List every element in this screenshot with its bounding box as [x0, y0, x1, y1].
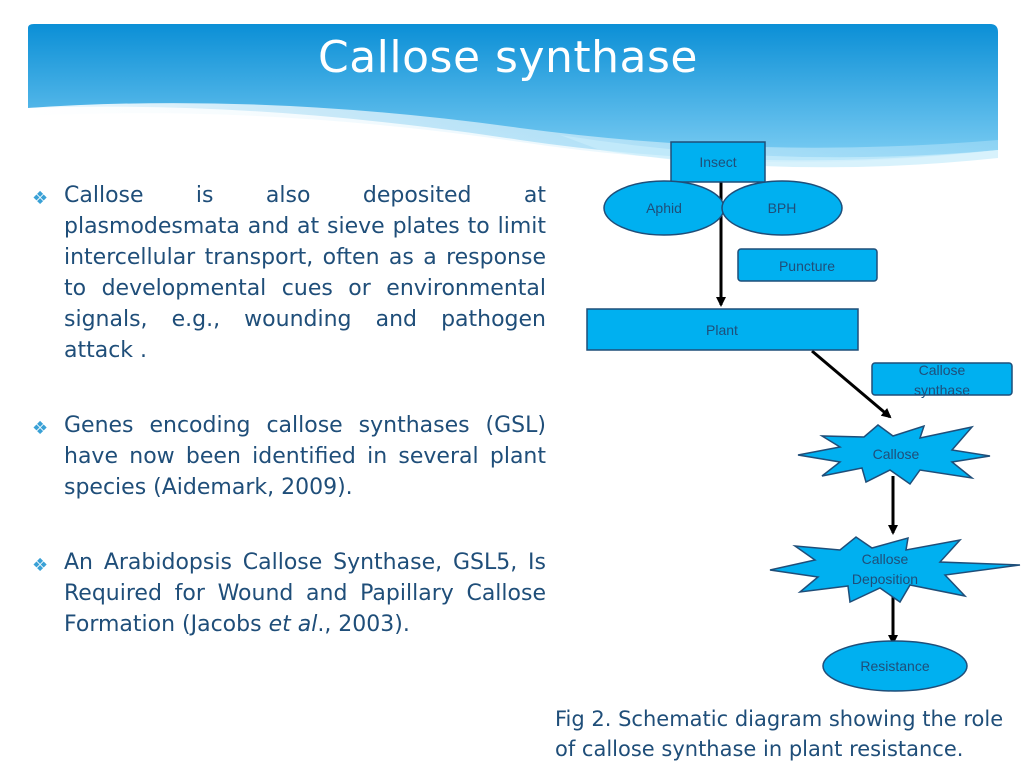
node-bph-label: BPH — [768, 200, 797, 216]
node-plant — [586, 308, 859, 351]
node-callose-synthase-label-1: Callose — [919, 362, 966, 378]
node-resistance-label: Resistance — [860, 658, 929, 674]
bullet-text: Genes encoding callose synthases (GSL) h… — [64, 413, 546, 500]
diamond-bullet-icon: ❖ — [32, 418, 49, 439]
node-callose-deposition-label-2: Deposition — [852, 571, 918, 587]
slide-title: Callose synthase — [318, 32, 698, 83]
arrow-plant-to-callose — [811, 349, 892, 419]
figure-caption: Fig 2. Schematic diagram showing the rol… — [555, 707, 1004, 761]
node-puncture — [737, 248, 878, 282]
bullet-list: ❖ Callose is also deposited at plasmodes… — [30, 180, 546, 640]
bullet-item-gsl5: ❖ An Arabidopsis Callose Synthase, GSL5,… — [30, 547, 546, 640]
diamond-bullet-icon: ❖ — [32, 555, 49, 576]
node-callose-deposition-label-1: Callose — [862, 551, 909, 567]
node-puncture-label: Puncture — [779, 258, 835, 274]
node-plant-label: Plant — [706, 322, 738, 338]
node-bph — [721, 180, 843, 236]
node-insect-label: Insect — [699, 154, 736, 170]
node-callose-deposition — [769, 536, 1021, 604]
node-callose-label: Callose — [873, 446, 920, 462]
bullet-item-callose-deposition: ❖ Callose is also deposited at plasmodes… — [30, 180, 546, 366]
bullet-text: Callose is also deposited at plasmodesma… — [64, 183, 546, 363]
bullet-item-gsl-genes: ❖ Genes encoding callose synthases (GSL)… — [30, 410, 546, 503]
node-callose-synthase — [871, 362, 1013, 396]
italic-et-al: et al — [268, 612, 318, 637]
diamond-bullet-icon: ❖ — [32, 188, 49, 209]
node-insect — [670, 141, 766, 183]
bullet-text: An Arabidopsis Callose Synthase, GSL5, I… — [64, 550, 546, 637]
node-callose — [797, 424, 991, 486]
node-callose-synthase-label-2: synthase — [914, 382, 970, 398]
node-aphid-label: Aphid — [646, 200, 682, 216]
node-resistance — [822, 640, 968, 692]
